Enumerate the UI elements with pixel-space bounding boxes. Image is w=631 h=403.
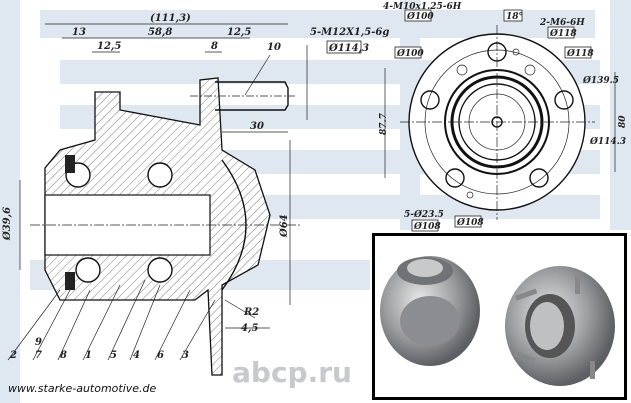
cutout-pcd-2-label: Ø108 — [456, 217, 484, 228]
side-section-view: (111,3) 13 58,8 12,5 12,5 8 10 5-M12X1,5… — [2, 13, 389, 376]
bore-diameter-label: Ø39,6 — [2, 207, 13, 241]
front-view: 4-M10x1.25-6H Ø100 18° 2-M6-6H Ø118 Ø100… — [379, 2, 628, 232]
small-thread-label: 2-M6-6H — [539, 18, 585, 28]
height-left-label: 87.7 — [379, 112, 389, 135]
overall-length-label: (111,3) — [150, 13, 191, 24]
part-number: 9 — [35, 337, 42, 348]
part-number: 1 — [85, 350, 92, 361]
left-pcd-label: Ø100 — [396, 48, 424, 59]
dim-64-label: Ø64 — [279, 214, 290, 238]
angle-label: 18° — [506, 12, 523, 22]
radius-label: R2 — [243, 307, 259, 318]
part-leaders — [7, 279, 216, 361]
small-pcd-label: Ø118 — [549, 28, 577, 39]
website-link[interactable]: www.starke-automotive.de — [8, 382, 157, 395]
stud-thread-label: 5-M12X1,5-6g — [310, 27, 389, 38]
stud-pcd-label: Ø114,3 — [328, 43, 369, 54]
part-number: 3 — [182, 350, 189, 361]
dim-8-label: 8 — [211, 41, 218, 52]
part-number: 4 — [133, 350, 140, 361]
part-number: 7 — [35, 350, 42, 361]
cutout-pcd-label: Ø108 — [413, 221, 441, 232]
dim-4-5-label: 4,5 — [241, 323, 258, 334]
watermark: abcp.ru — [232, 356, 352, 389]
cutouts-label: 5-Ø23.5 — [404, 209, 444, 220]
outer-diameter-label: Ø139.5 — [582, 75, 619, 86]
thread-pcd-label: Ø100 — [406, 11, 434, 22]
part-number: 5 — [110, 350, 117, 361]
dim-10-label: 10 — [267, 42, 281, 53]
dim-30-label: 30 — [250, 121, 264, 132]
height-right-label: 80 — [618, 115, 628, 128]
dim-58-8-label: 58,8 — [148, 27, 172, 38]
hub-bearing-photo — [380, 256, 615, 386]
product-photo — [372, 233, 627, 400]
thread-holes-label: 4-M10x1.25-6H — [383, 2, 462, 12]
dim-12-5-top-label: 12,5 — [227, 27, 251, 38]
stud-pcd-front-label: Ø114.3 — [589, 136, 626, 147]
part-number: 8 — [60, 350, 67, 361]
dim-12-5-inner-label: 12,5 — [97, 41, 121, 52]
right-pcd-label: Ø118 — [566, 48, 594, 59]
part-number: 6 — [157, 350, 164, 361]
dim-13-label: 13 — [72, 27, 86, 38]
part-number: 2 — [9, 350, 17, 361]
